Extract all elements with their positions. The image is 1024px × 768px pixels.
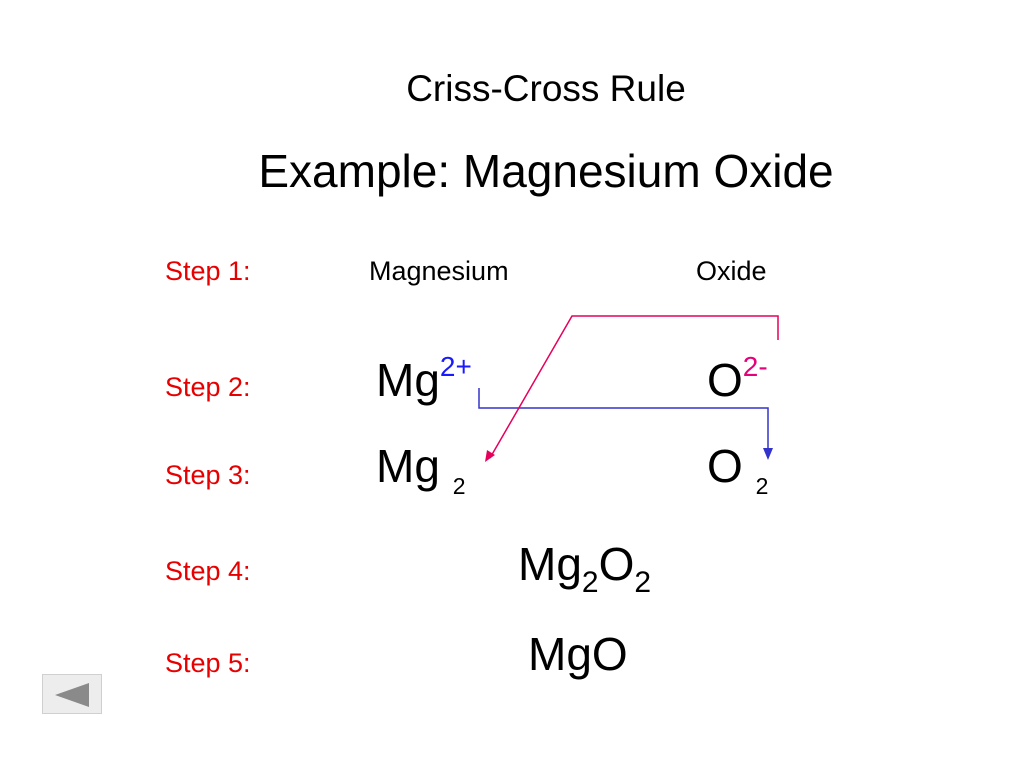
slide-subtitle: Example: Magnesium Oxide bbox=[258, 145, 834, 197]
step-5-label: Step 5: bbox=[165, 648, 251, 678]
step-2-label: Step 2: bbox=[165, 372, 251, 402]
anion-charge-arrow bbox=[489, 315, 779, 459]
step-4-label: Step 4: bbox=[165, 556, 251, 586]
step5-formula: MgO bbox=[528, 628, 628, 680]
anion-ion: O2- bbox=[707, 351, 768, 412]
step3-anion-subscript: 2 bbox=[755, 473, 769, 499]
step4-anion-symbol: O bbox=[598, 538, 635, 590]
step4-cation-subscript: 2 bbox=[581, 566, 599, 599]
step-3-label: Step 3: bbox=[165, 460, 251, 490]
anion-symbol: O bbox=[707, 354, 743, 406]
step3-anion: O 2 bbox=[707, 441, 768, 499]
anion-name: Oxide bbox=[696, 256, 767, 286]
cation-charge-arrow bbox=[478, 388, 769, 458]
step3-cation: Mg 2 bbox=[376, 441, 465, 499]
anion-charge: 2- bbox=[742, 351, 768, 382]
anion-charge-arrowhead bbox=[485, 450, 495, 462]
slide-title: Criss-Cross Rule bbox=[406, 68, 686, 109]
cation-name: Magnesium bbox=[369, 256, 509, 286]
step3-anion-symbol: O bbox=[707, 440, 743, 492]
step3-cation-symbol: Mg bbox=[376, 440, 440, 492]
cation-ion: Mg2+ bbox=[376, 351, 472, 412]
step3-cation-subscript: 2 bbox=[452, 473, 466, 499]
step4-cation-symbol: Mg bbox=[518, 538, 582, 590]
cation-symbol: Mg bbox=[376, 354, 440, 406]
triangle-left-icon bbox=[55, 683, 89, 707]
cation-charge: 2+ bbox=[439, 351, 472, 382]
step-1-label: Step 1: bbox=[165, 256, 251, 286]
step4-anion-subscript: 2 bbox=[634, 566, 652, 599]
previous-slide-button[interactable] bbox=[42, 674, 102, 714]
step4-formula: Mg2O2 bbox=[518, 538, 652, 599]
cation-charge-arrowhead bbox=[763, 448, 773, 460]
